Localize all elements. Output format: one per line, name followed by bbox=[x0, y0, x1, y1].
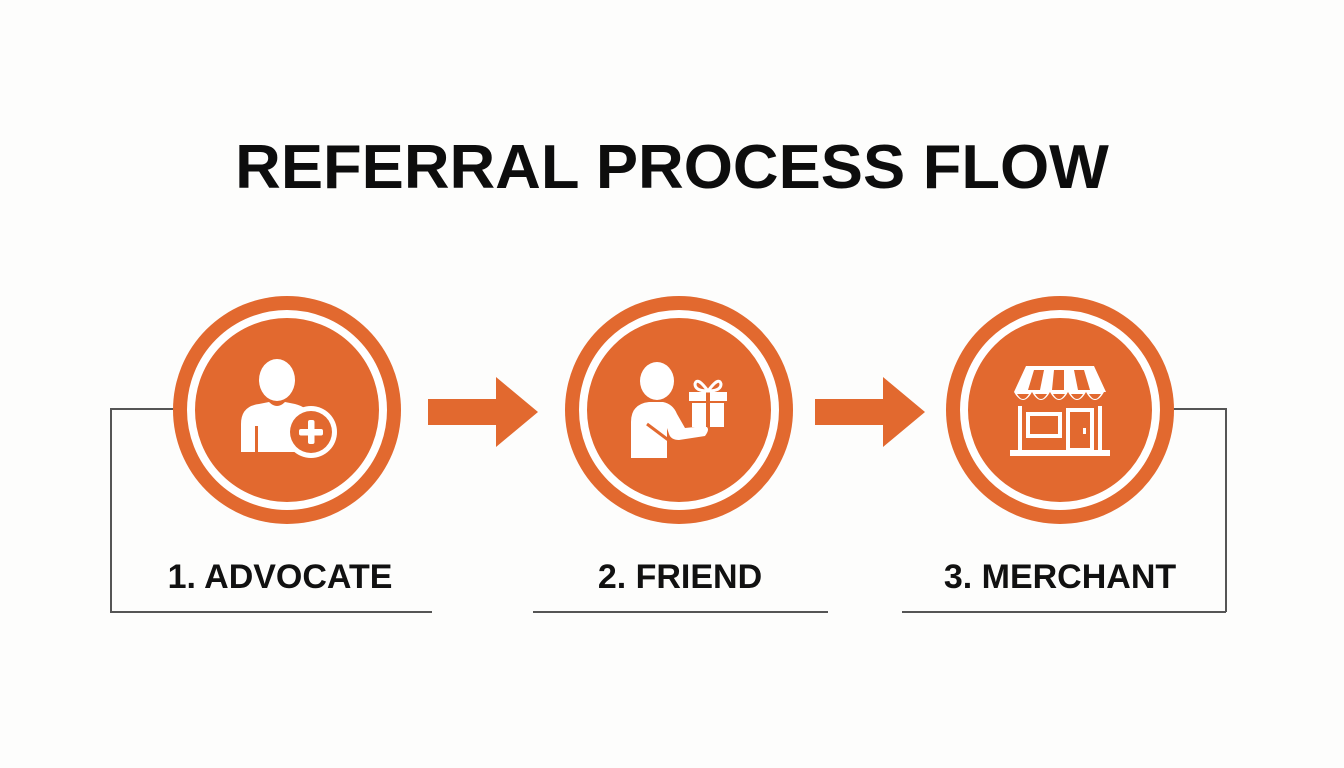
step-friend-circle bbox=[565, 296, 793, 524]
step-label-friend: 2. FRIEND bbox=[597, 558, 763, 596]
step-label-advocate: 1. ADVOCATE bbox=[167, 558, 393, 596]
step-label-merchant: 3. MERCHANT bbox=[943, 558, 1177, 596]
user-plus-icon bbox=[241, 359, 337, 458]
arrow-right-icon bbox=[428, 377, 538, 447]
arrow-right-icon bbox=[815, 377, 925, 447]
diagram-title: REFERRAL PROCESS FLOW bbox=[235, 133, 1109, 202]
circle-ring bbox=[579, 310, 779, 510]
circle-ring bbox=[187, 310, 387, 510]
right-bracket-top bbox=[1172, 408, 1227, 410]
right-bracket-bottom bbox=[902, 611, 1226, 613]
step-advocate-circle bbox=[173, 296, 401, 524]
left-bracket-bottom bbox=[110, 611, 432, 613]
person-giving-gift-icon bbox=[631, 362, 727, 458]
circle-ring bbox=[960, 310, 1160, 510]
storefront-icon bbox=[1010, 366, 1110, 456]
middle-underline bbox=[533, 611, 828, 613]
left-bracket-top bbox=[110, 408, 176, 410]
step-merchant-circle bbox=[946, 296, 1174, 524]
left-bracket-side bbox=[110, 408, 112, 612]
right-bracket-side bbox=[1225, 408, 1227, 612]
